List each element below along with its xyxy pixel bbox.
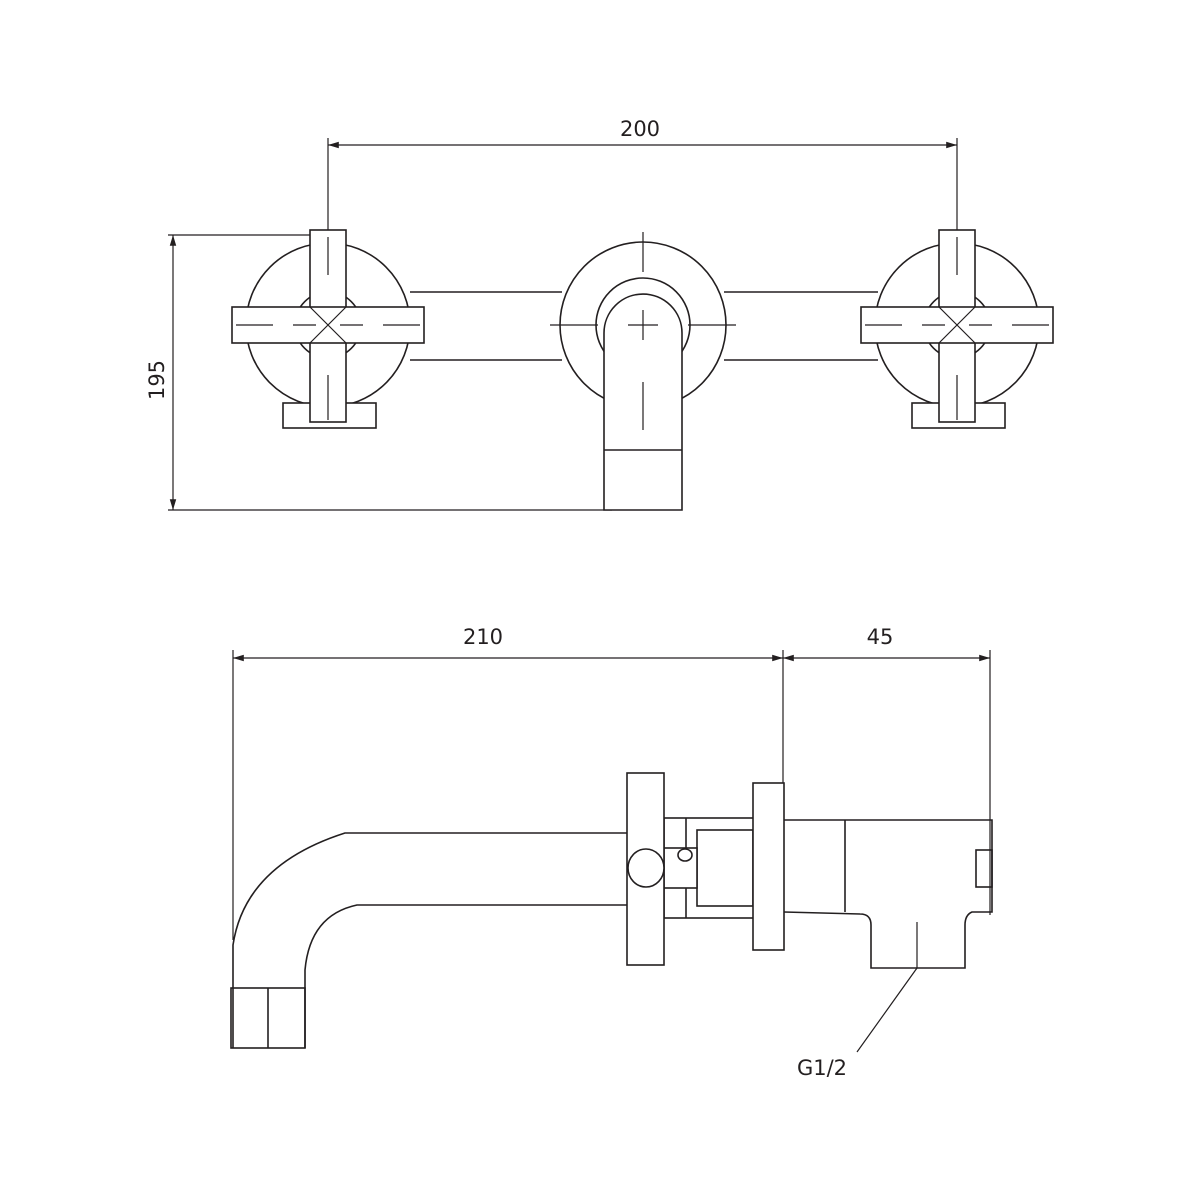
valve-handle-side xyxy=(626,772,785,966)
spout-side xyxy=(230,832,627,1049)
left-cross-handle xyxy=(231,229,425,429)
connecting-pipe xyxy=(410,291,878,361)
dimension-height: 195 xyxy=(145,234,612,511)
dim-label-45: 45 xyxy=(867,625,894,649)
thread-callout: G1/2 xyxy=(797,922,918,1080)
spout-front xyxy=(550,232,736,511)
dimension-projection: 210 45 xyxy=(232,625,991,940)
valve-body xyxy=(783,819,993,969)
side-view: 210 45 G1/2 xyxy=(230,625,993,1080)
front-view: 200 195 xyxy=(145,117,1054,511)
dim-label-210: 210 xyxy=(463,625,503,649)
thread-label: G1/2 xyxy=(797,1056,847,1080)
right-cross-handle xyxy=(860,229,1054,429)
dim-label-195: 195 xyxy=(145,360,169,400)
dimension-handle-spacing: 200 xyxy=(327,117,958,232)
dim-label-200: 200 xyxy=(620,117,660,141)
